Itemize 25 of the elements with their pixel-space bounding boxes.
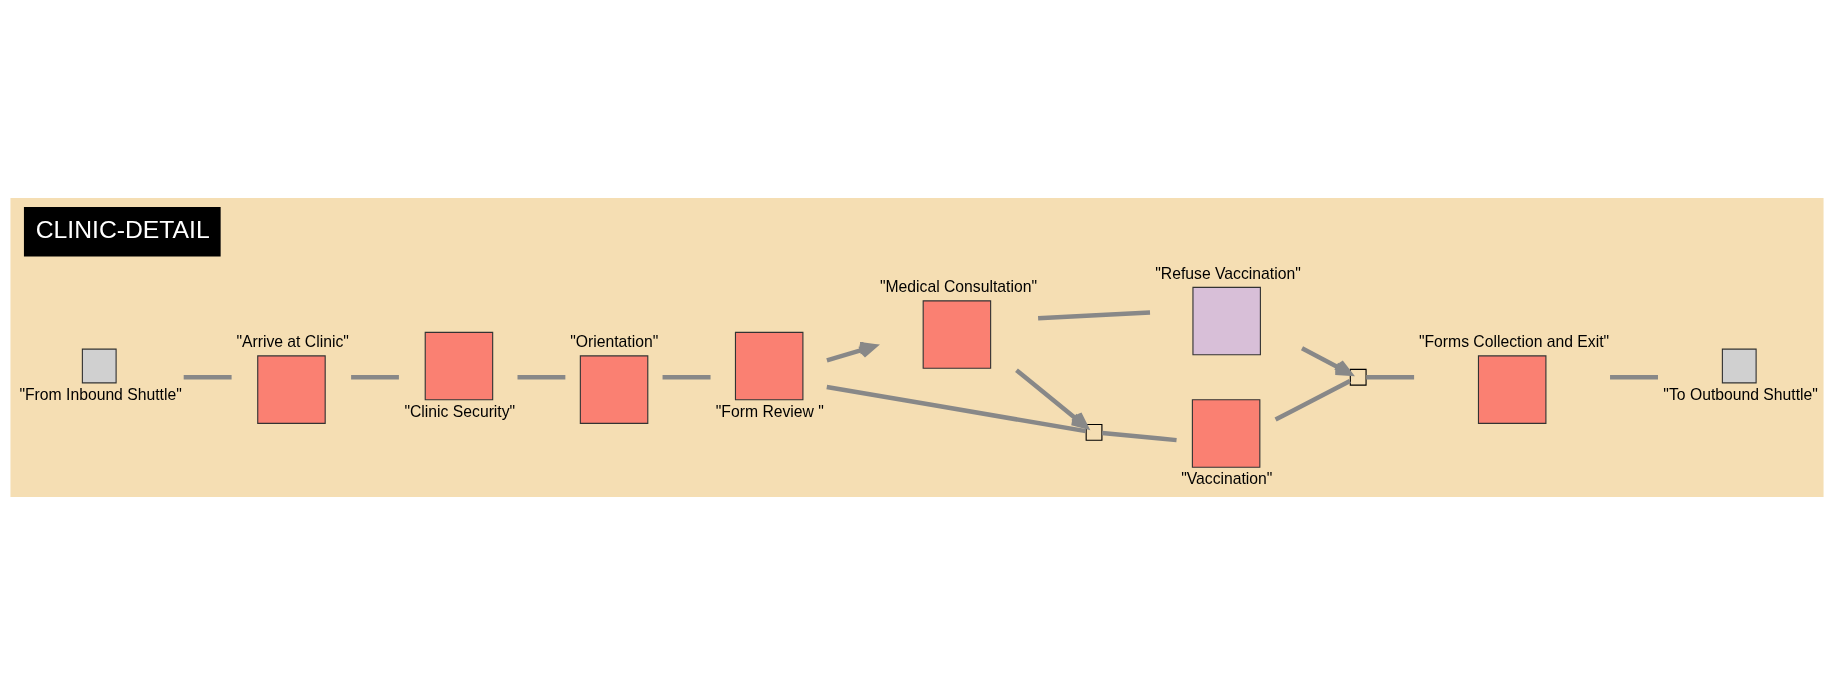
connector: [1274, 378, 1351, 422]
node-label: "Forms Collection and Exit": [1418, 333, 1610, 351]
node-label: "Orientation": [570, 333, 659, 351]
node-label: "To Outbound Shuttle": [1663, 385, 1818, 403]
arrow: [826, 341, 877, 363]
connector: [351, 375, 399, 380]
diagram-title: CLINIC-DETAIL: [35, 216, 210, 244]
node-label: "Clinic Security": [404, 402, 516, 420]
node-label: "Arrive at Clinic": [236, 333, 349, 351]
connector: [1366, 375, 1415, 380]
node-label: "Medical Consultation": [879, 278, 1037, 296]
connector: [1101, 430, 1177, 443]
connector: [1610, 375, 1658, 380]
node-label: "From Inbound Shuttle": [19, 385, 182, 403]
node-label: "Vaccination": [1181, 470, 1273, 488]
connector: [662, 375, 711, 380]
node-box: [1349, 368, 1367, 386]
arrow: [1015, 368, 1089, 430]
connector: [1038, 310, 1151, 321]
connector: [517, 375, 566, 380]
node-box: [1085, 423, 1103, 441]
node-label: "Form Review ": [715, 402, 824, 420]
node-label: "Refuse Vaccination": [1155, 264, 1301, 282]
arrow: [1300, 346, 1353, 376]
connector: [183, 375, 232, 380]
